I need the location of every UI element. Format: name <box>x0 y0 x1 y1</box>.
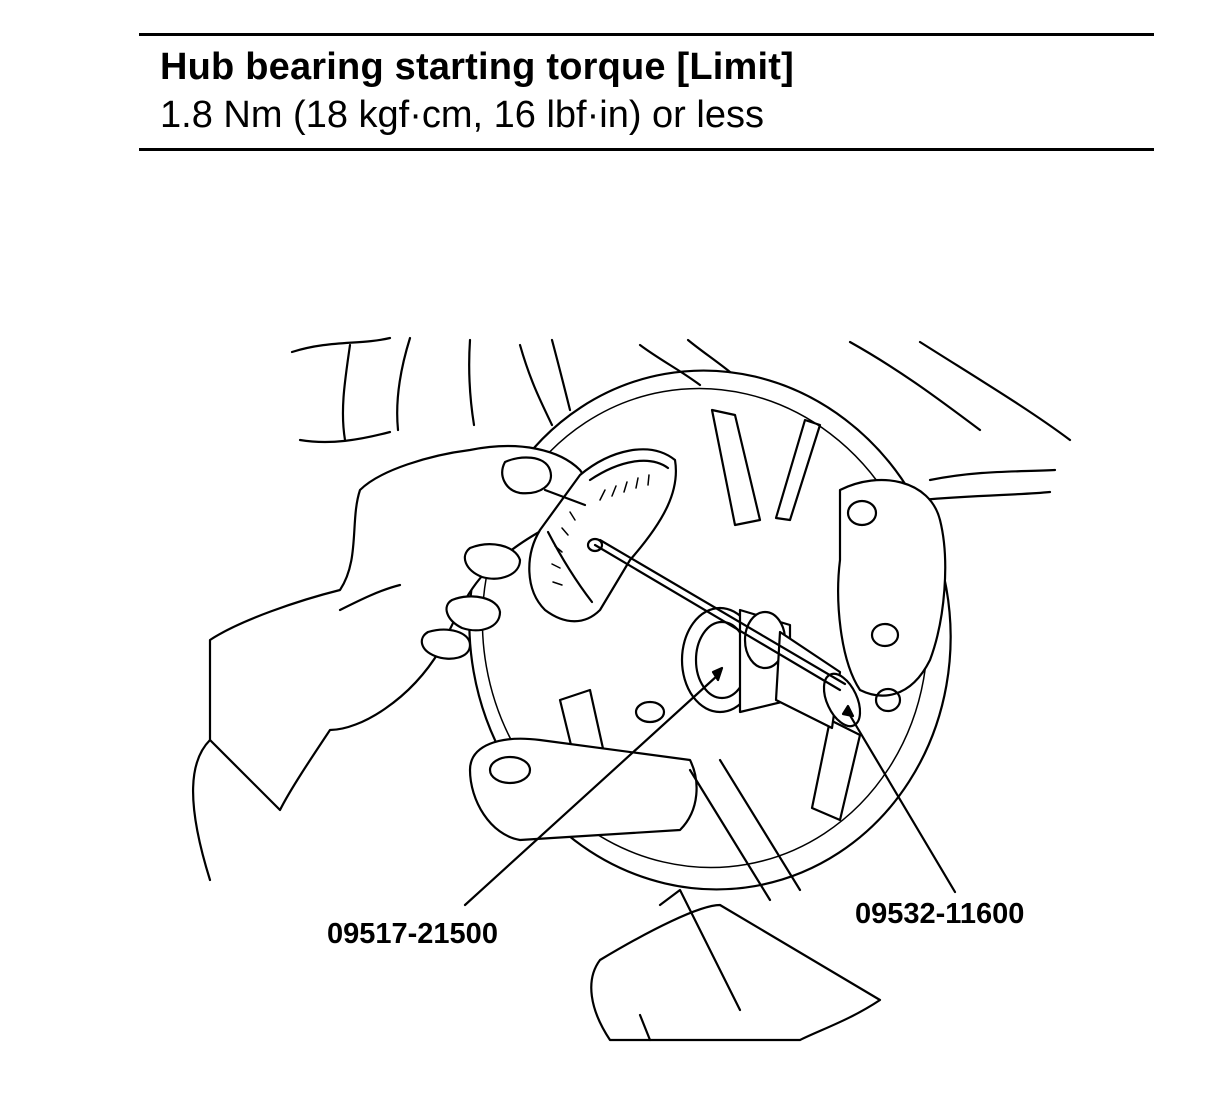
lower-arm <box>590 888 882 1042</box>
background-linework <box>290 336 1072 502</box>
spec-value: 1.8 Nm (18 kgf·cm, 16 lbf·in) or less <box>160 94 764 136</box>
bottom-rule <box>139 148 1154 151</box>
torque-gauge <box>528 448 847 692</box>
spec-title: Hub bearing starting torque [Limit] <box>160 46 794 88</box>
hub-assembly <box>680 606 862 730</box>
steering-knuckle <box>468 478 947 902</box>
top-rule <box>139 33 1154 36</box>
hand <box>191 444 602 882</box>
leader-lines <box>463 666 957 907</box>
tool-callout-right: 09532-11600 <box>855 898 1025 930</box>
tool-callout-left: 09517-21500 <box>327 918 498 950</box>
